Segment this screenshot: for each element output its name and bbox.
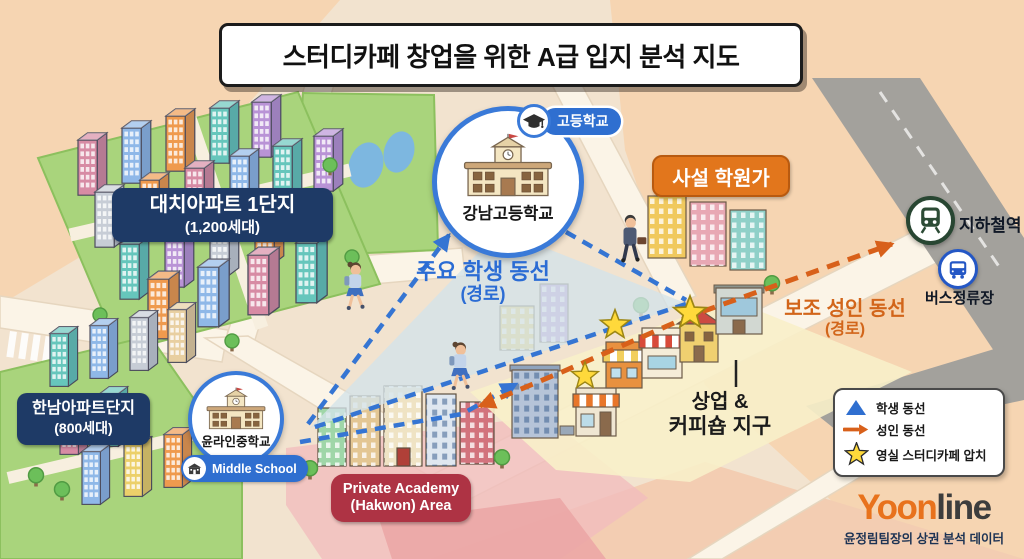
brand-logo: Yoonline [826, 490, 1022, 525]
high-school-name: 강남고등학교 [462, 205, 554, 223]
middle-school-marker: 윤라인중학교 [188, 371, 284, 467]
apartment-tower [247, 246, 280, 316]
middle-school-badge: Middle School [181, 455, 308, 482]
legend-item-adult-route: 성인 동선 [843, 420, 995, 439]
hakwon-area-label: Private Academy (Hakwon) Area [331, 474, 471, 522]
subway-marker [906, 196, 955, 245]
legend-label: 영실 스터디카페 압치 [876, 448, 987, 463]
apartment-households: (1,200세대) [184, 218, 261, 236]
school-building-icon [206, 387, 266, 430]
legend: 학생 동선 성인 동선 영실 스터디카페 압치 [833, 388, 1005, 477]
branding: Yoonline 윤정림팀장의 상권 분석 데이터 [826, 490, 1022, 547]
apartment-tower [295, 234, 328, 304]
legend-item-student-route: 학생 동선 [843, 398, 995, 417]
bus-icon [949, 260, 967, 279]
bus-stop-label: 버스정류장 [925, 290, 995, 307]
legend-item-cafe-location: 영실 스터디카페 압치 [843, 441, 995, 467]
apartment-label-hannam: 한남아파트단지 (800세대) [17, 393, 150, 445]
apartment-tower [121, 120, 152, 184]
high-school-badge: 고등학교 [517, 104, 621, 138]
academy-building [729, 209, 767, 271]
apartment-households: (800세대) [54, 420, 113, 437]
hakwon-line1: Private Academy [342, 480, 460, 497]
apartment-name: 한남아파트단지 [31, 399, 136, 417]
adult-route-label: 보조 성인 동선 (경로) [760, 298, 930, 339]
train-icon [920, 207, 941, 234]
adult-route-line1: 보조 성인 동선 [784, 298, 906, 320]
student-route-line2: (경로) [460, 284, 506, 305]
page-title-text: 스터디카페 창업을 위한 A급 입지 분석 지도 [282, 41, 740, 72]
apartment-tower [81, 444, 111, 505]
adult-route-path [477, 240, 895, 409]
apartment-tower [119, 236, 150, 300]
page-title: 스터디카페 창업을 위한 A급 입지 분석 지도 [219, 23, 803, 87]
legend-label: 학생 동선 [876, 402, 926, 417]
apartment-label-daechi: 대치아파트 1단지 (1,200세대) [112, 188, 333, 242]
triangle-icon [843, 400, 869, 416]
student-route-line1: 주요 학생 동선 [416, 259, 550, 284]
academy-building [647, 195, 687, 259]
school-mini-icon [183, 457, 206, 480]
middle-school-name: 윤라인중학교 [201, 435, 271, 449]
academy-district-text: 사설 학원가 [672, 167, 770, 190]
high-school-badge-label: 고등학교 [542, 107, 621, 135]
student-route-label: 주요 학생 동선 (경로) [388, 259, 578, 305]
apartment-name: 대치아파트 1단지 [149, 193, 296, 216]
commercial-district-label: 상업 & 커피숍 지구 [640, 390, 800, 439]
academy-building [689, 201, 727, 267]
shop-building [713, 284, 765, 335]
commercial-line2: 커피숍 지구 [668, 415, 772, 438]
bus-stop-marker [938, 249, 978, 289]
arrow-icon [843, 422, 869, 437]
apartment-tower [197, 258, 230, 328]
subway-label: 지하철역 [959, 216, 1022, 235]
apartment-tower [49, 326, 79, 387]
brand-logo-accent: Yoon [857, 488, 937, 527]
legend-label: 성인 동선 [876, 423, 926, 438]
shop-building [572, 387, 620, 437]
apartment-tower [89, 318, 119, 379]
commercial-line1: 상업 & [691, 391, 749, 413]
apartment-tower [167, 302, 197, 363]
academy-district-label: 사설 학원가 [652, 155, 790, 197]
apartment-tower [165, 108, 196, 172]
apartment-tower [123, 436, 153, 497]
apartment-tower [129, 310, 159, 371]
hakwon-line2: (Hakwon) Area [350, 498, 452, 514]
graduation-cap-icon [517, 104, 551, 138]
adult-route-line2: (경로) [824, 321, 866, 338]
crosswalk [6, 331, 53, 363]
brand-logo-rest: line [936, 488, 992, 527]
star-icon [843, 441, 869, 467]
brand-tagline: 윤정림팀장의 상권 분석 데이터 [844, 532, 1004, 546]
middle-school-badge-label: Middle School [212, 461, 297, 476]
school-building-icon [463, 133, 553, 197]
